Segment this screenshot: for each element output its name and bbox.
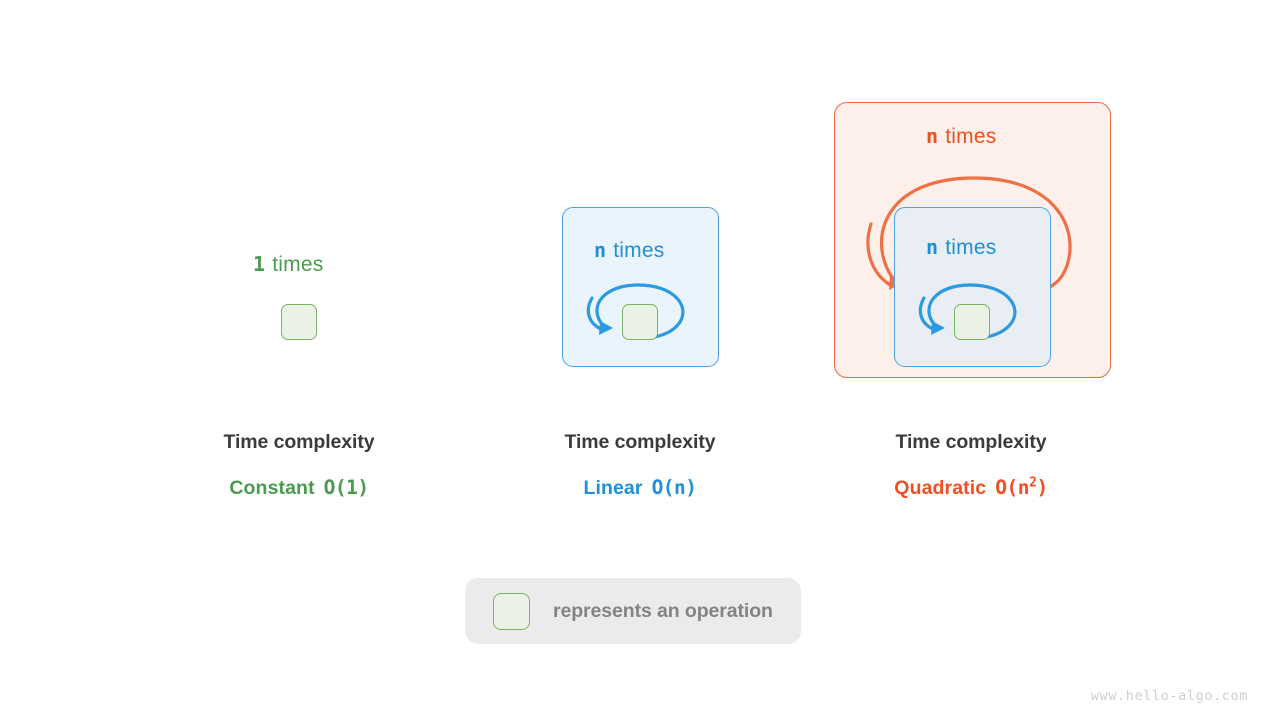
complexity-bigo-quadratic: O(n2) (995, 475, 1048, 499)
legend-label: represents an operation (553, 599, 773, 622)
constant-count-value: 1 (253, 252, 266, 276)
loop-box-quadratic-inner (894, 207, 1051, 367)
complexity-value-constant: Constant O(1) (224, 476, 375, 500)
complexity-name-quadratic: Quadratic (894, 477, 987, 499)
caption-title-constant: Time complexity (223, 431, 375, 453)
watermark: www.hello-algo.com (1090, 688, 1248, 704)
caption-title-quadratic: Time complexity (895, 431, 1047, 453)
complexity-bigo-tail: ) (1036, 476, 1048, 499)
constant-count-label: 1 times (253, 254, 323, 275)
quadratic-inner-count-value: n (926, 235, 939, 259)
caption-title-linear: Time complexity (564, 431, 716, 453)
complexity-bigo-exponent: 2 (1028, 475, 1037, 491)
caption-quadratic: Time complexity Quadratic O(n2) (894, 431, 1048, 500)
operation-square-constant (281, 304, 317, 340)
complexity-bigo-constant: O(1) (323, 476, 369, 499)
operation-square-linear (622, 304, 658, 340)
caption-constant: Time complexity Constant O(1) (224, 431, 375, 500)
operation-square-quadratic (954, 304, 990, 340)
quadratic-outer-count-value: n (926, 124, 939, 148)
complexity-name-constant: Constant (229, 477, 315, 499)
operation-square-icon (493, 592, 530, 630)
constant-count-word: times (272, 253, 324, 276)
quadratic-inner-count-word: times (945, 236, 997, 259)
linear-count-word: times (613, 239, 665, 262)
complexity-bigo-head: O(n (995, 476, 1029, 499)
complexity-name-linear: Linear (583, 477, 643, 499)
loop-box-linear (562, 207, 719, 367)
complexity-value-linear: Linear O(n) (565, 476, 716, 500)
quadratic-outer-count-word: times (945, 125, 997, 148)
caption-linear: Time complexity Linear O(n) (565, 431, 716, 500)
complexity-value-quadratic: Quadratic O(n2) (894, 475, 1048, 500)
legend-box: represents an operation (465, 578, 801, 644)
linear-count-value: n (594, 238, 607, 262)
complexity-bigo-linear: O(n) (651, 476, 697, 499)
